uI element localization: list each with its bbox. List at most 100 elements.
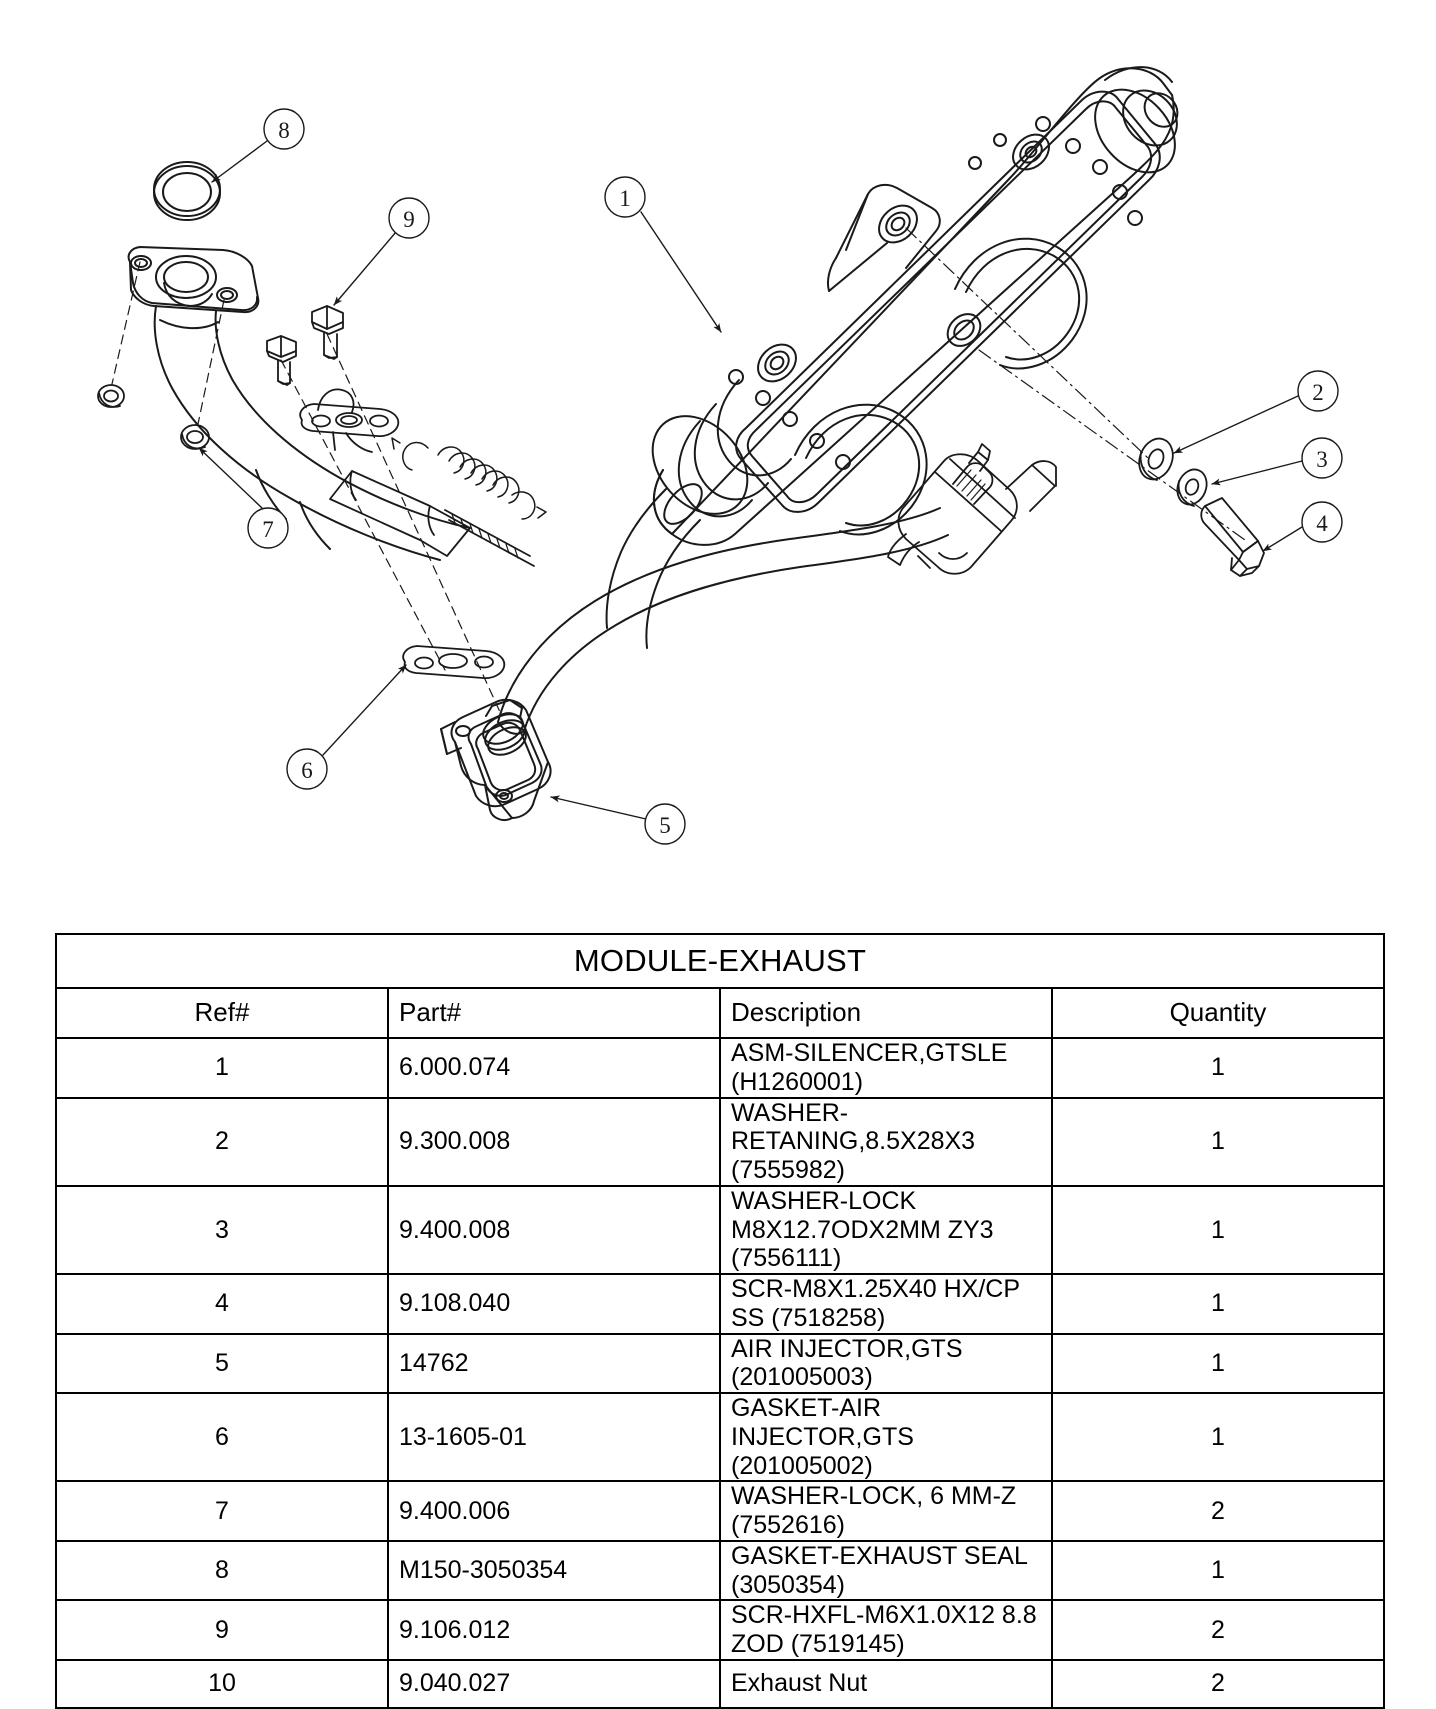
column-header-desc: Description (719, 987, 1053, 1039)
cell-part: 9.400.006 (387, 1480, 721, 1542)
table-title-row: MODULE-EXHAUST (55, 933, 1385, 989)
cell-part: 9.040.027 (387, 1658, 721, 1709)
callout-balloon-6[interactable]: 6 (286, 748, 328, 790)
muffler-inlet-pipe (605, 483, 703, 649)
callout-balloon-9[interactable]: 9 (388, 197, 430, 239)
callout-label-1: 1 (619, 186, 631, 211)
air-injector-gasket (402, 645, 506, 680)
cell-part: 9.108.040 (387, 1273, 721, 1335)
cell-qty: 1 (1051, 1096, 1385, 1187)
callout-label-7: 7 (262, 517, 274, 542)
callout-balloon-2[interactable]: 2 (1297, 370, 1339, 412)
cell-qty: 1 (1051, 1332, 1385, 1394)
alignment-lines (111, 261, 501, 713)
cell-qty: 1 (1051, 1273, 1385, 1335)
lock-washer-6mm-upper (97, 384, 125, 408)
cell-desc: WASHER-LOCK M8X12.7ODX2MM ZY3 (7556111) (719, 1184, 1053, 1276)
table-row[interactable]: 4 9.108.040 SCR-M8X1.25X40 HX/CP SS (751… (55, 1273, 1385, 1335)
cell-ref: 8 (55, 1539, 389, 1602)
cell-ref: 5 (55, 1332, 389, 1394)
cell-qty: 1 (1051, 1391, 1385, 1483)
callout-balloon-7[interactable]: 7 (247, 507, 289, 549)
silencer-body (651, 66, 1179, 546)
callout-label-6: 6 (301, 758, 313, 783)
callout-label-8: 8 (278, 118, 290, 143)
cell-desc: GASKET-AIR INJECTOR,GTS (201005002) (719, 1391, 1053, 1483)
parts-table-title: MODULE-EXHAUST (55, 933, 1385, 989)
parts-table: MODULE-EXHAUST Ref# Part# Description Qu… (55, 933, 1385, 1709)
cell-part: 13-1605-01 (387, 1391, 721, 1483)
exploded-diagram-svg: 1 2 3 4 5 6 7 (97, 66, 1343, 845)
callout-balloon-3[interactable]: 3 (1301, 437, 1343, 479)
table-row[interactable]: 2 9.300.008 WASHER-RETANING,8.5X28X3 (75… (55, 1096, 1385, 1187)
callout-balloon-1[interactable]: 1 (604, 176, 646, 218)
cell-ref: 4 (55, 1273, 389, 1335)
callout-balloon-8[interactable]: 8 (263, 108, 305, 150)
cell-part: 9.106.012 (387, 1599, 721, 1661)
leader-lines (198, 140, 1303, 820)
cell-ref: 6 (55, 1391, 389, 1483)
flange-bolt-left (266, 335, 297, 386)
table-row[interactable]: 6 13-1605-01 GASKET-AIR INJECTOR,GTS (20… (55, 1391, 1385, 1483)
cell-desc: Exhaust Nut (719, 1658, 1053, 1709)
cell-part: 14762 (387, 1332, 721, 1394)
cell-ref: 2 (55, 1096, 389, 1187)
column-header-part: Part# (387, 987, 721, 1039)
callout-label-2: 2 (1312, 380, 1324, 405)
cell-ref: 9 (55, 1599, 389, 1661)
table-row[interactable]: 7 9.400.006 WASHER-LOCK, 6 MM-Z (7552616… (55, 1480, 1385, 1542)
cell-qty: 1 (1051, 1037, 1385, 1099)
callout-label-5: 5 (659, 813, 671, 838)
cell-desc: WASHER-RETANING,8.5X28X3 (7555982) (719, 1096, 1053, 1187)
assembly-centerlines (905, 227, 1246, 541)
cell-desc: ASM-SILENCER,GTSLE (H1260001) (719, 1037, 1053, 1099)
table-row[interactable]: 8 M150-3050354 GASKET-EXHAUST SEAL (3050… (55, 1539, 1385, 1602)
parts-table-body: 1 6.000.074 ASM-SILENCER,GTSLE (H1260001… (55, 1037, 1385, 1709)
exploded-diagram: 1 2 3 4 5 6 7 (97, 66, 1343, 845)
callout-balloon-4[interactable]: 4 (1301, 501, 1343, 543)
cell-part: 6.000.074 (387, 1037, 721, 1099)
table-row[interactable]: 5 14762 AIR INJECTOR,GTS (201005003) 1 (55, 1332, 1385, 1394)
cell-ref: 10 (55, 1658, 389, 1709)
exhaust-spring (391, 437, 547, 520)
cell-desc: WASHER-LOCK, 6 MM-Z (7552616) (719, 1480, 1053, 1542)
column-header-ref: Ref# (55, 987, 389, 1039)
cell-part: 9.400.008 (387, 1184, 721, 1276)
cell-desc: SCR-M8X1.25X40 HX/CP SS (7518258) (719, 1273, 1053, 1335)
callout-balloon-5[interactable]: 5 (644, 803, 686, 845)
cell-ref: 1 (55, 1037, 389, 1099)
flange-bolt-right (311, 305, 344, 360)
pipe-bracket-plate (299, 388, 400, 453)
cell-qty: 2 (1051, 1480, 1385, 1542)
lock-washer-6mm-lower (180, 424, 210, 450)
cell-desc: AIR INJECTOR,GTS (201005003) (719, 1332, 1053, 1394)
retaining-washer (1138, 437, 1174, 481)
lock-washer-m8 (1176, 468, 1208, 507)
callout-label-9: 9 (403, 207, 415, 232)
oxygen-sensor-assembly (887, 443, 1057, 575)
column-header-qty: Quantity (1051, 987, 1385, 1039)
exhaust-seal-gasket (153, 161, 221, 221)
table-row[interactable]: 3 9.400.008 WASHER-LOCK M8X12.7ODX2MM ZY… (55, 1184, 1385, 1276)
cell-part: 9.300.008 (387, 1096, 721, 1187)
table-row[interactable]: 9 9.106.012 SCR-HXFL-M6X1.0X12 8.8 ZOD (… (55, 1599, 1385, 1661)
table-row[interactable]: 1 6.000.074 ASM-SILENCER,GTSLE (H1260001… (55, 1037, 1385, 1099)
callout-balloons: 1 2 3 4 5 6 7 (247, 108, 1343, 845)
mid-pipe-spring-joint (329, 437, 547, 567)
table-row[interactable]: 10 9.040.027 Exhaust Nut 2 (55, 1658, 1385, 1709)
hex-screw-m8 (1200, 497, 1265, 577)
table-header-row: Ref# Part# Description Quantity (55, 987, 1385, 1039)
cell-qty: 2 (1051, 1599, 1385, 1661)
cell-qty: 1 (1051, 1184, 1385, 1276)
cell-qty: 1 (1051, 1539, 1385, 1602)
cell-ref: 7 (55, 1480, 389, 1542)
parts-table-container: MODULE-EXHAUST Ref# Part# Description Qu… (55, 933, 1385, 1709)
cell-part: M150-3050354 (387, 1539, 721, 1602)
callout-label-4: 4 (1316, 511, 1328, 536)
crossover-pipe (497, 507, 949, 735)
exhaust-header-pipe (127, 246, 471, 561)
cell-desc: SCR-HXFL-M6X1.0X12 8.8 ZOD (7519145) (719, 1599, 1053, 1661)
cell-desc: GASKET-EXHAUST SEAL (3050354) (719, 1539, 1053, 1602)
cell-ref: 3 (55, 1184, 389, 1276)
cell-qty: 2 (1051, 1658, 1385, 1709)
